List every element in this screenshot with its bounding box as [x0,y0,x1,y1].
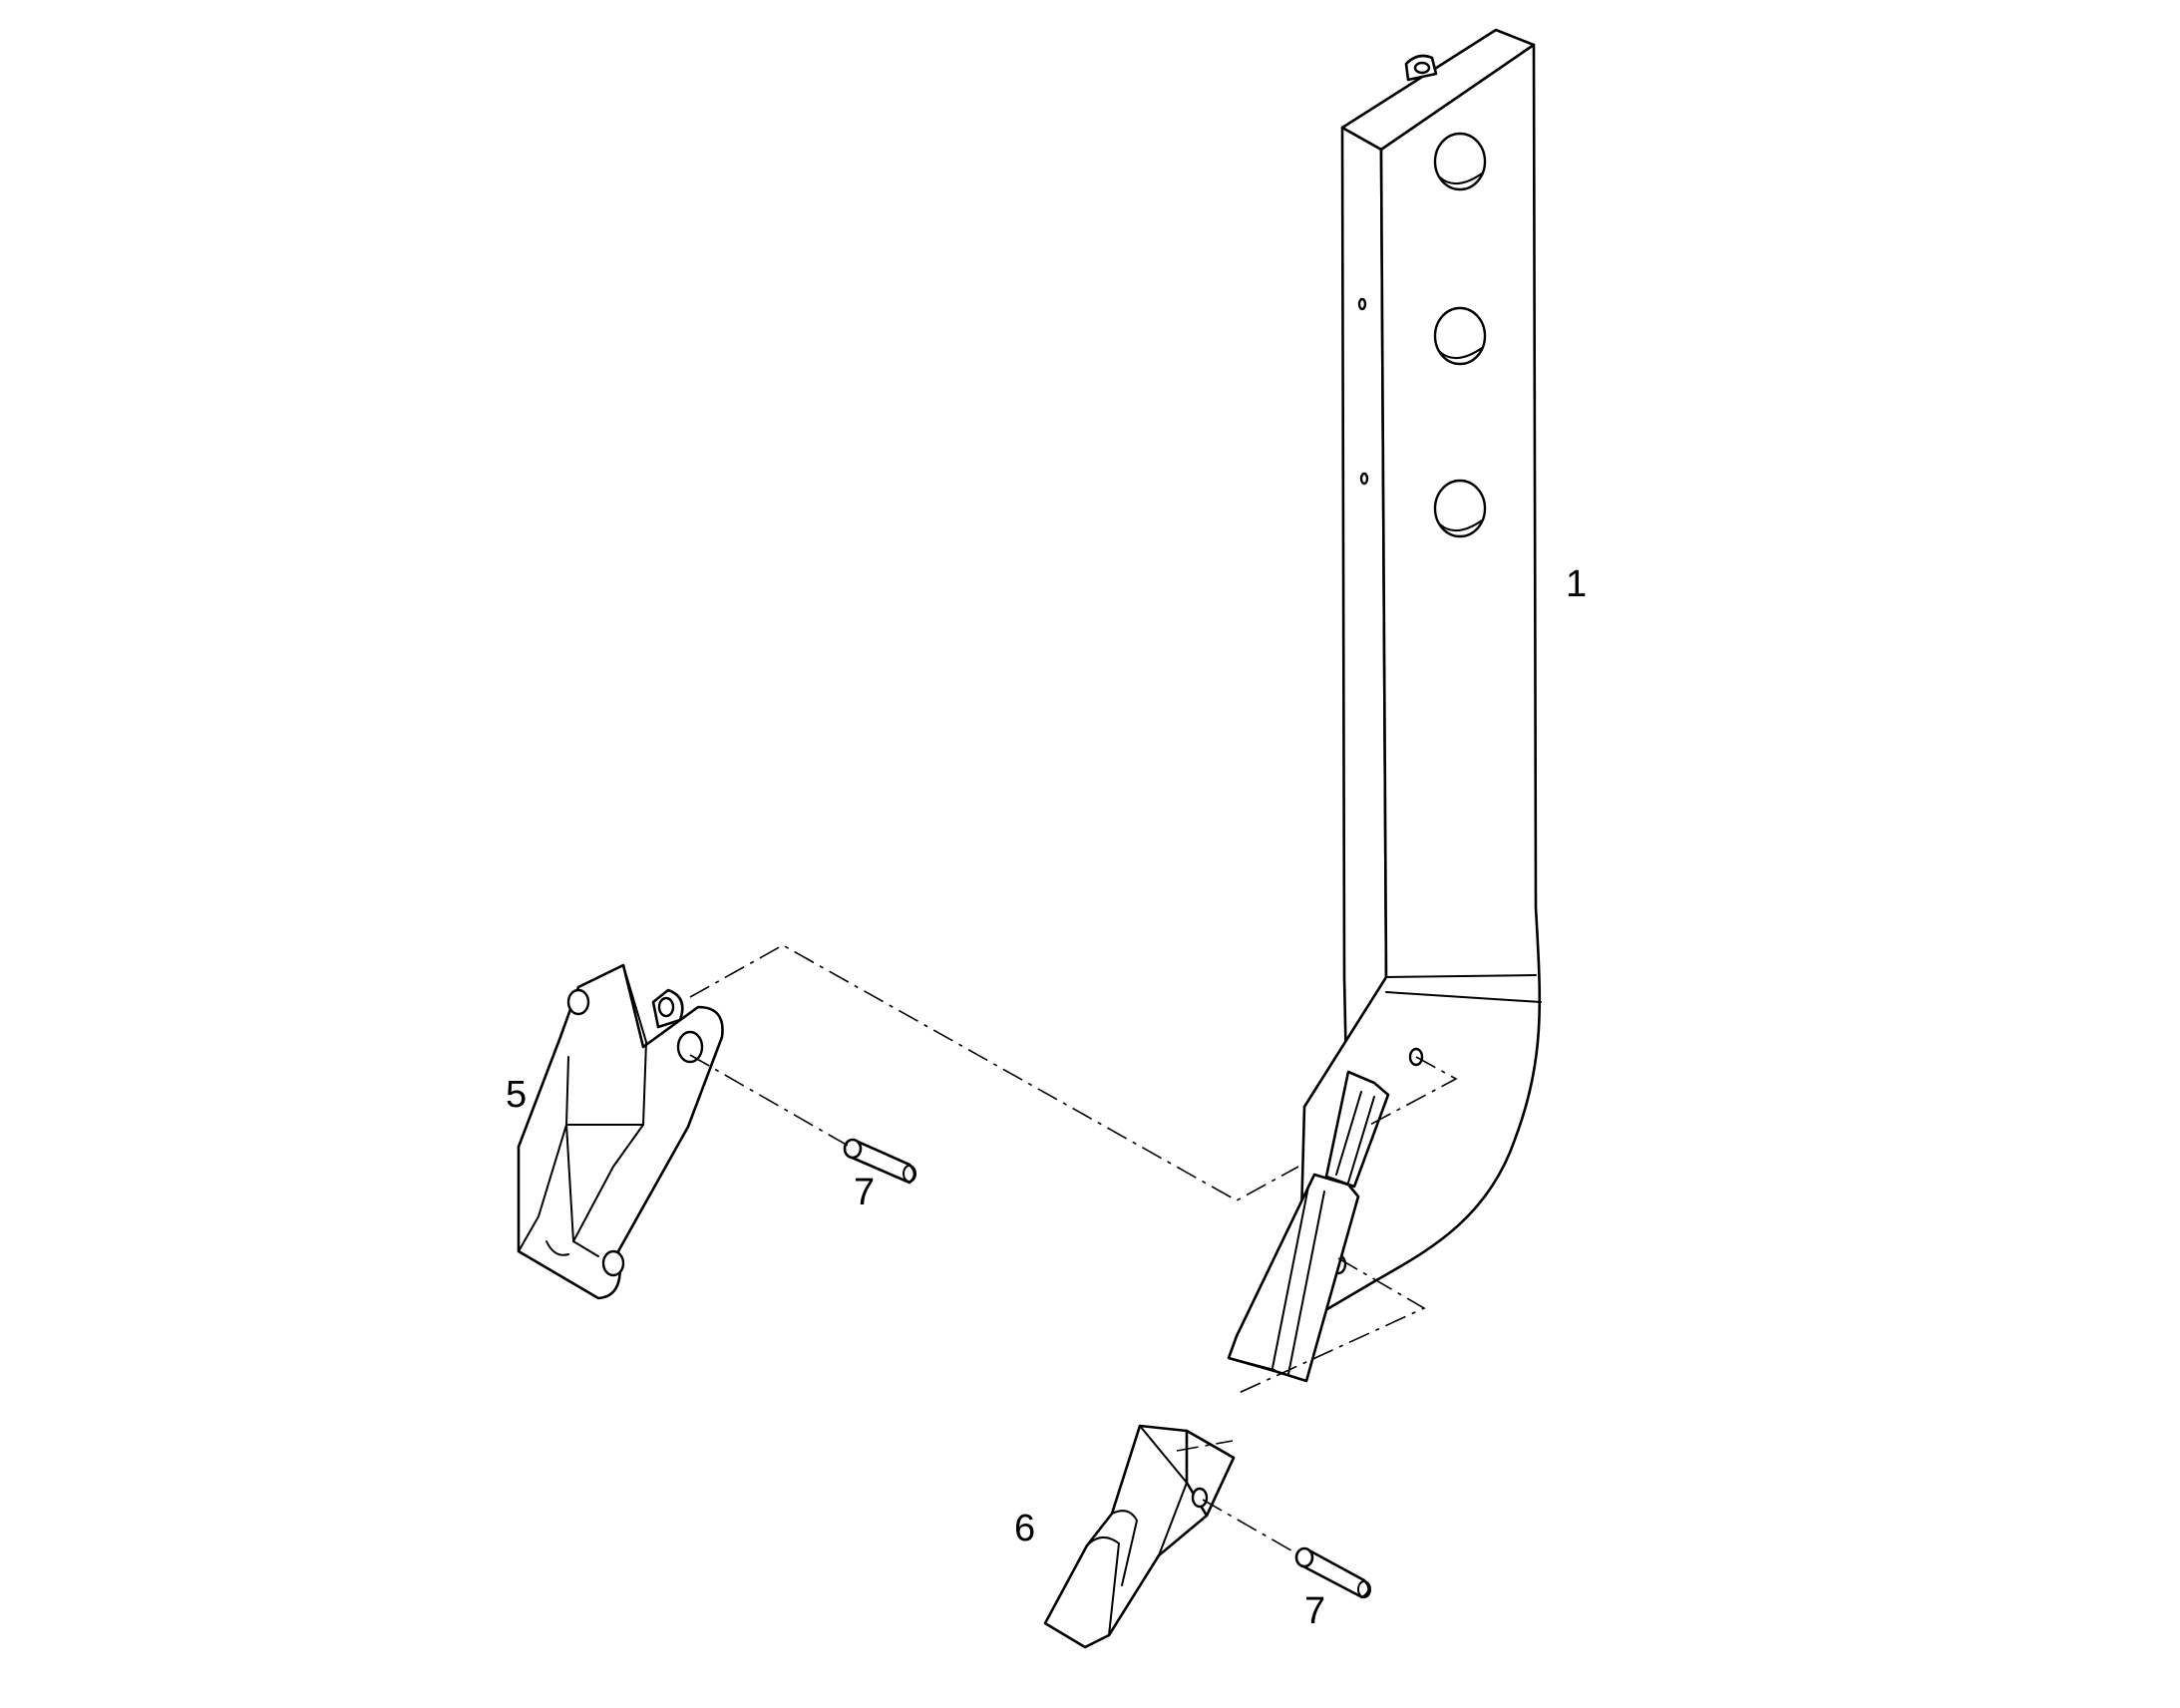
ripper-shank [1227,28,1542,1383]
shank-protector [517,963,724,1300]
ripper-tip [1043,1424,1236,1649]
callout-protector: 5 [506,1074,527,1116]
shank-nose [1227,1173,1360,1383]
tip-pin-hole [1191,1487,1209,1509]
pin-upper [843,1138,916,1185]
assembly-leader-lines [689,944,1458,1554]
callout-shank: 1 [1566,563,1587,605]
protector-hole-upper [676,1030,704,1064]
pin-lower [1294,1546,1371,1599]
mounting-holes [1433,132,1487,538]
callout-pin-lower: 7 [1304,1590,1325,1632]
protector-hole-side [566,988,590,1016]
lifting-eye [1404,54,1438,82]
protector-hole-lower [601,1249,625,1277]
side-hole-2 [1359,472,1369,486]
side-hole-1 [1357,297,1367,311]
callout-pin-upper: 7 [854,1172,875,1213]
shank-shin-seat [1324,1070,1390,1189]
callout-tip: 6 [1014,1508,1035,1549]
